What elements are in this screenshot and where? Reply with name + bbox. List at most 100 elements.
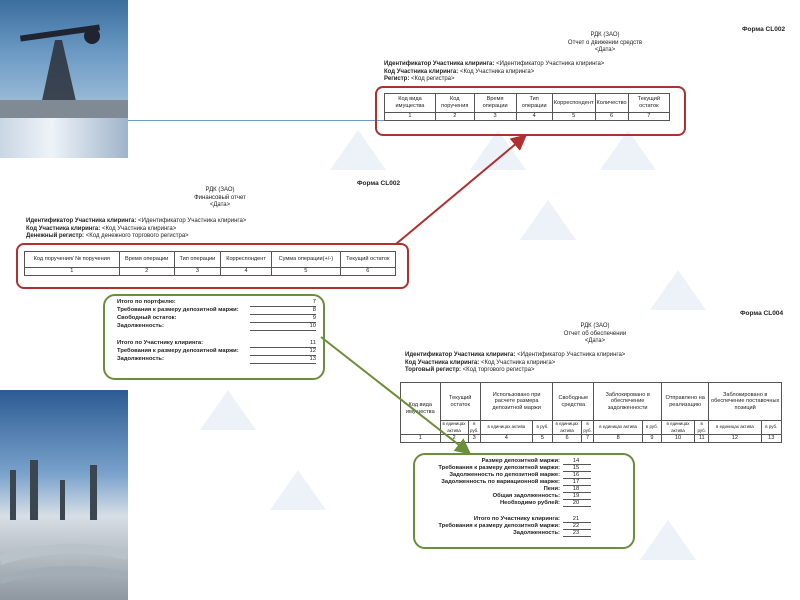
col-number: 3 xyxy=(173,267,222,276)
doc-meta: Идентификатор Участника клиринга: <Идент… xyxy=(405,352,626,373)
summary-value: 11 xyxy=(309,340,316,346)
sub-header: в руб. xyxy=(760,419,782,436)
summary-value: 15 xyxy=(572,465,580,471)
summary-label: Требования к размеру депозитной маржи: xyxy=(438,523,560,529)
doc-meta: Идентификатор Участника клиринга: <Идент… xyxy=(384,61,605,82)
title-line: РДК (ЗАО) xyxy=(590,32,620,38)
underline xyxy=(250,322,316,323)
arrow-red xyxy=(395,134,528,245)
col-number: 4 xyxy=(220,267,273,276)
summary-box-right xyxy=(413,453,635,549)
col-number: 11 xyxy=(694,434,710,443)
oil-rig-photo xyxy=(0,0,128,118)
summary-label: Задолженность: xyxy=(117,356,164,362)
watermark-icon xyxy=(200,390,256,430)
underline xyxy=(250,306,316,307)
underline xyxy=(563,506,591,507)
col-number: 4 xyxy=(479,434,533,443)
summary-value: 21 xyxy=(572,516,580,522)
summary-value: 8 xyxy=(312,307,316,313)
sub-header: в единицах актива xyxy=(593,419,643,436)
movement-table: Код вида имущества Код поручения Время о… xyxy=(384,93,671,121)
summary-value: 13 xyxy=(309,356,316,362)
summary-label: Требования к размеру депозитной маржи: xyxy=(117,307,239,313)
sub-header: в единицах актива xyxy=(479,419,533,436)
title-line: РДК (ЗАО) xyxy=(580,323,610,329)
summary-value: 10 xyxy=(309,323,316,329)
summary-label: Общая задолженность: xyxy=(492,493,560,499)
underline xyxy=(563,522,591,523)
col-header: Код вида имущества xyxy=(384,93,436,113)
summary-value: 7 xyxy=(312,299,316,305)
underline xyxy=(563,485,591,486)
col-header: Текущий остаток xyxy=(627,93,671,113)
title-line: <Дата> xyxy=(594,47,616,53)
col-number: 4 xyxy=(515,112,553,121)
summary-label: Необходимо рублей: xyxy=(500,500,560,506)
col-number: 7 xyxy=(627,112,671,121)
summary-label: Пени: xyxy=(543,486,560,492)
form-code: Форма CL002 xyxy=(357,180,401,187)
doc-title: РДК (ЗАО) Отчет об обеспечении <Дата> xyxy=(500,323,690,346)
oil-rig-icon xyxy=(0,24,128,118)
summary-value: 14 xyxy=(572,458,580,464)
underline xyxy=(563,499,591,500)
underline xyxy=(250,355,316,356)
underline xyxy=(563,529,591,530)
summary-label: Размер депозитной маржи: xyxy=(481,458,560,464)
pipeline-icon xyxy=(0,460,128,584)
summary-label: Требования к размеру депозитной маржи: xyxy=(438,465,560,471)
summary-label: Требования к размеру депозитной маржи: xyxy=(117,348,239,354)
summary-value: 20 xyxy=(572,500,580,506)
summary-value: 18 xyxy=(572,486,580,492)
summary-value: 16 xyxy=(572,472,580,478)
underline xyxy=(250,347,316,348)
underline xyxy=(250,363,316,364)
col-number: 6 xyxy=(339,267,397,276)
financial-table: Код поручения/ № поручения Время операци… xyxy=(24,251,397,276)
form-code: Форма CL004 xyxy=(740,310,784,317)
watermark-icon xyxy=(640,520,696,560)
col-number: 6 xyxy=(552,434,582,443)
watermark-icon xyxy=(600,130,656,170)
form-code: Форма CL002 xyxy=(742,26,786,33)
doc-title: РДК (ЗАО) Финансовый отчет <Дата> xyxy=(140,187,300,210)
sub-header: в единицах актива xyxy=(439,419,469,436)
refinery-photo xyxy=(0,390,128,600)
underline xyxy=(563,492,591,493)
summary-value: 17 xyxy=(572,479,580,485)
col-header: Текущий остаток xyxy=(439,382,481,421)
office-photo xyxy=(0,118,128,158)
summary-label: Задолженность: xyxy=(513,530,560,536)
summary-label: Свободный остаток: xyxy=(117,315,177,321)
watermark-icon xyxy=(520,200,576,240)
underline xyxy=(563,536,591,537)
underline xyxy=(250,330,316,331)
col-header: Код вида имущества xyxy=(400,381,441,436)
sub-header: в руб. xyxy=(694,419,710,436)
summary-label: Задолженность: xyxy=(117,323,164,329)
highlight-red-top xyxy=(375,86,686,136)
summary-box-left xyxy=(103,294,325,380)
arrow-green xyxy=(320,336,472,455)
col-header: Использовано при расчете размера депозит… xyxy=(479,382,554,421)
highlight-red-mid xyxy=(16,243,409,289)
col-header: Корреспондент xyxy=(551,93,596,113)
blue-line xyxy=(128,120,388,121)
sub-header: в единицах актива xyxy=(660,419,696,436)
summary-label: Задолженность по депозитной марже: xyxy=(449,472,560,478)
doc-meta: Идентификатор Участника клиринга: <Идент… xyxy=(26,218,247,239)
title-line: Финансовый отчет xyxy=(194,194,246,201)
underline xyxy=(563,464,591,465)
underline xyxy=(250,314,316,315)
summary-value: 12 xyxy=(309,348,316,354)
sub-header: в руб. xyxy=(580,419,595,436)
title-line: Отчет о движении средств xyxy=(567,39,643,46)
summary-label: Итого по Участнику клиринга: xyxy=(473,516,560,522)
summary-label: Итого по Участнику клиринга: xyxy=(117,340,204,346)
col-header: Отправлено на реализацию xyxy=(660,382,710,421)
summary-label: Итого по портфелю: xyxy=(117,299,176,305)
sub-header: в руб. xyxy=(467,419,481,436)
summary-value: 19 xyxy=(572,493,580,499)
